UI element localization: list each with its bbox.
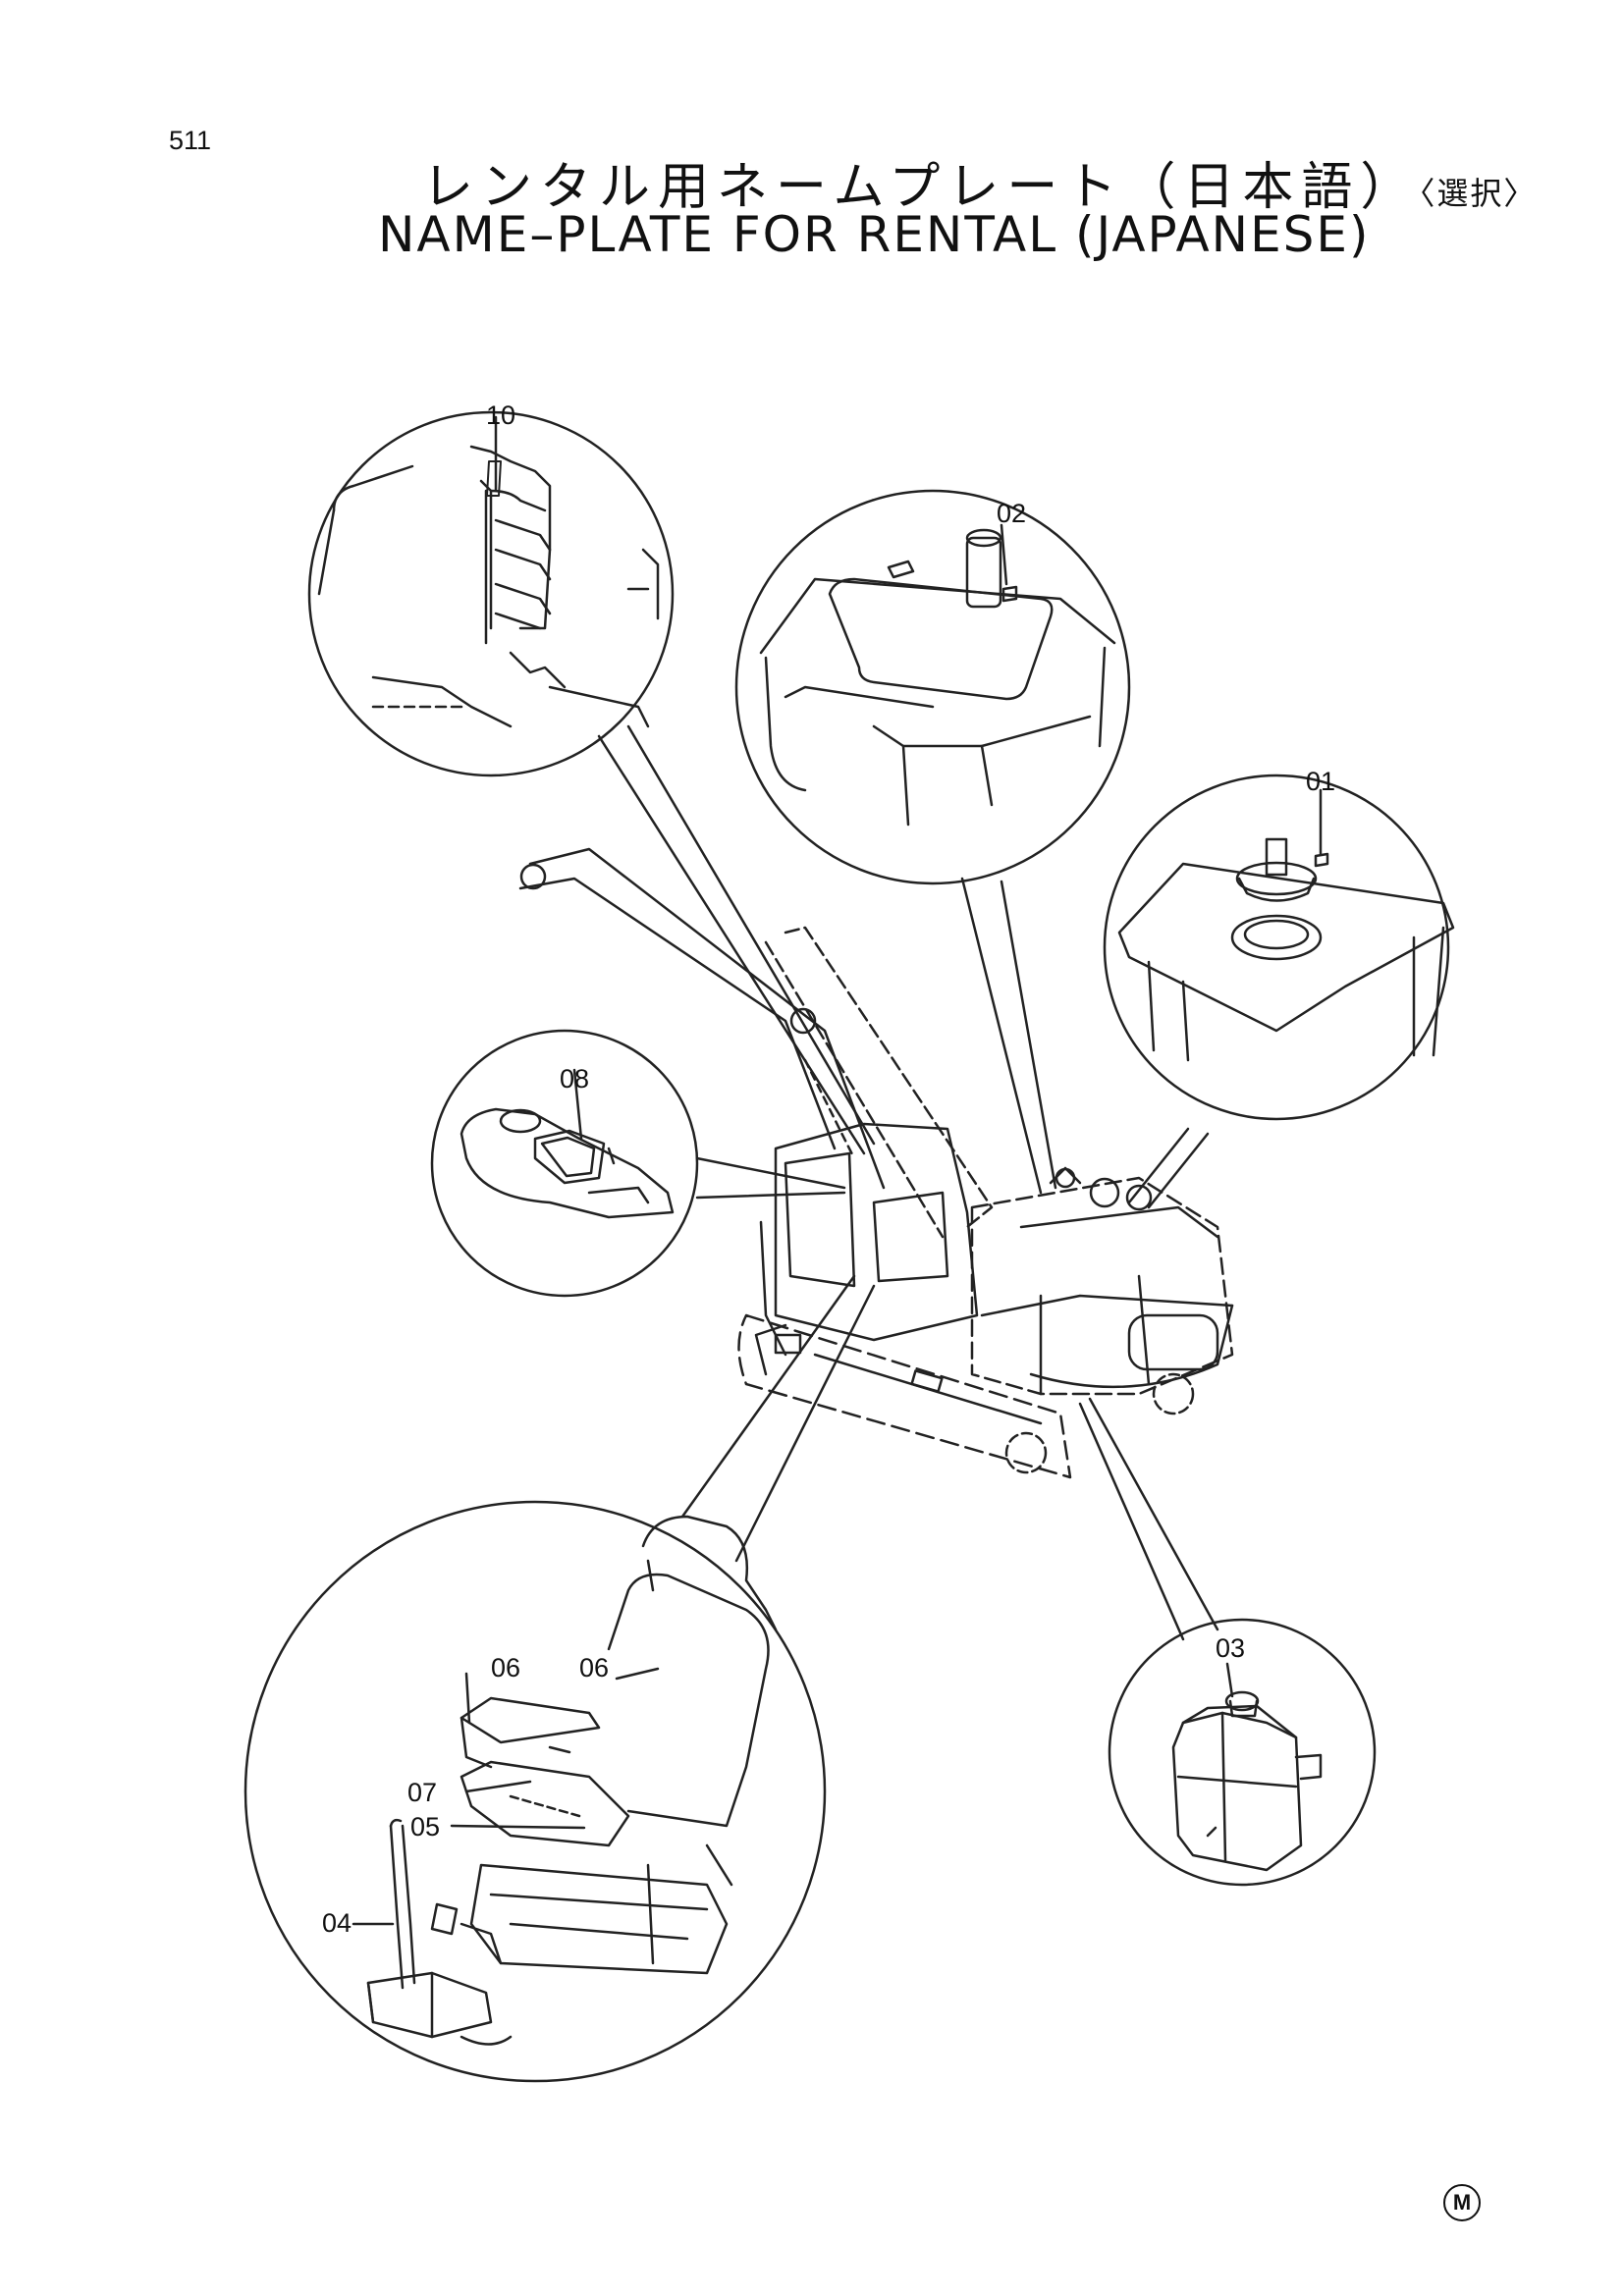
- circled-m-mark: M: [1443, 2184, 1481, 2221]
- detail-10-window: [307, 410, 876, 1155]
- callout-05: 05: [410, 1812, 440, 1842]
- page-number: 511: [169, 126, 212, 155]
- detail-03-reserve-tank: [1078, 1397, 1377, 1887]
- callout-01: 01: [1306, 767, 1335, 796]
- callout-07: 07: [407, 1778, 437, 1807]
- detail-02-tank-top: [734, 489, 1131, 1195]
- title-japanese: レンタル用ネームプレート（日本語）〈選択〉: [422, 145, 1537, 219]
- callout-02: 02: [997, 499, 1026, 528]
- callout-03: 03: [1216, 1633, 1245, 1663]
- callout-06-right: 06: [579, 1653, 609, 1682]
- callout-06-left: 06: [491, 1653, 520, 1682]
- callout-04: 04: [322, 1908, 352, 1938]
- callout-08: 08: [560, 1064, 589, 1094]
- detail-seat-area: [243, 1274, 876, 2083]
- callout-10: 10: [486, 400, 515, 430]
- title-option-tag: 〈選択〉: [1419, 175, 1538, 212]
- detail-08-console: [430, 1029, 846, 1298]
- title-japanese-text: レンタル用ネームプレート（日本語）: [422, 158, 1420, 217]
- title-english: NAME–PLATE FOR RENTAL (JAPANESE): [378, 206, 1371, 263]
- detail-01-filler-cap: [1103, 774, 1455, 1209]
